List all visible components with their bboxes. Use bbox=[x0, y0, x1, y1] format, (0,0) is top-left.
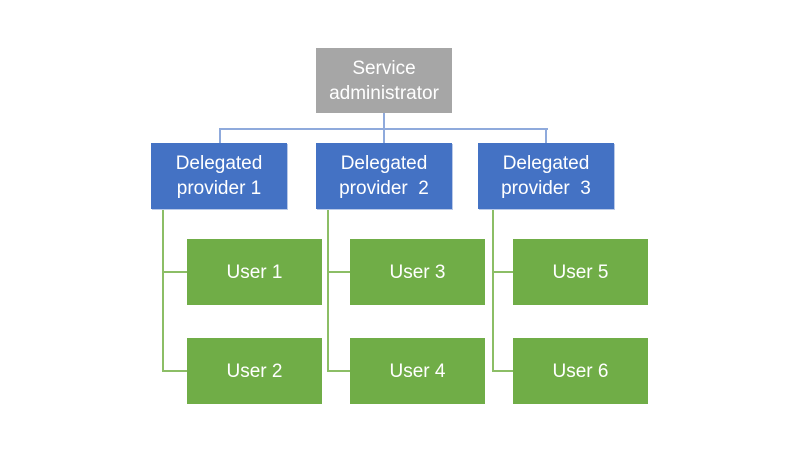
root-connector-vertical bbox=[383, 112, 385, 129]
user-5-box: User 5 bbox=[513, 239, 648, 305]
delegated-provider-2-box: Delegated provider 2 bbox=[316, 143, 452, 209]
user-1-label: User 1 bbox=[226, 261, 283, 283]
user4-connector-stub bbox=[327, 370, 350, 372]
delegated-provider-1-box: Delegated provider 1 bbox=[151, 143, 287, 209]
user-4-box: User 4 bbox=[350, 338, 485, 404]
provider1-users-connector bbox=[162, 209, 164, 372]
user-6-label: User 6 bbox=[552, 360, 609, 382]
user-4-label: User 4 bbox=[389, 360, 446, 382]
delegated-provider-3-box: Delegated provider 3 bbox=[478, 143, 614, 209]
provider3-connector-drop bbox=[545, 128, 547, 144]
provider2-connector-drop bbox=[383, 128, 385, 144]
user-5-label: User 5 bbox=[552, 261, 609, 283]
delegated-provider-2-label: Delegated provider 2 bbox=[339, 153, 429, 199]
user6-connector-stub bbox=[492, 370, 513, 372]
user2-connector-stub bbox=[162, 370, 187, 372]
provider3-users-connector bbox=[492, 209, 494, 372]
user-3-label: User 3 bbox=[389, 261, 446, 283]
provider2-users-connector bbox=[327, 209, 329, 372]
user5-connector-stub bbox=[492, 271, 513, 273]
provider1-connector-drop bbox=[219, 128, 221, 144]
user-6-box: User 6 bbox=[513, 338, 648, 404]
user-2-box: User 2 bbox=[187, 338, 322, 404]
service-administrator-label: Service administrator bbox=[329, 57, 439, 104]
delegated-provider-3-label: Delegated provider 3 bbox=[501, 153, 591, 199]
user-2-label: User 2 bbox=[226, 360, 283, 382]
service-administrator-box: Service administrator bbox=[316, 48, 452, 113]
delegated-provider-1-label: Delegated provider 1 bbox=[175, 153, 263, 199]
user3-connector-stub bbox=[327, 271, 350, 273]
user1-connector-stub bbox=[162, 271, 187, 273]
user-1-box: User 1 bbox=[187, 239, 322, 305]
user-3-box: User 3 bbox=[350, 239, 485, 305]
